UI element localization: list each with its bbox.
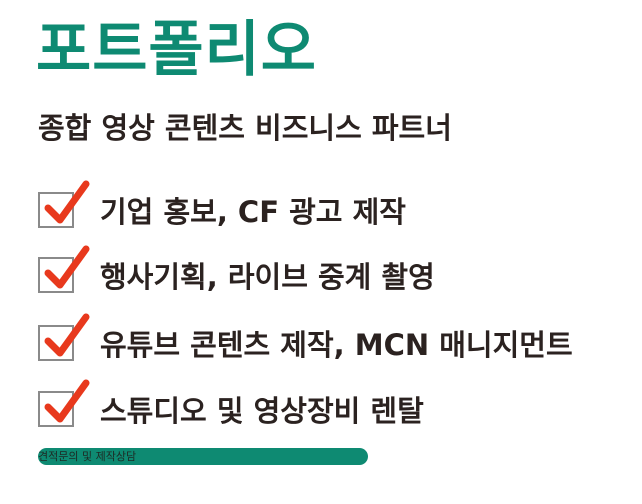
checkbox-checked-icon [38,379,90,427]
list-item-label: 기업 홍보, CF 광고 제작 [100,195,406,229]
checkbox-checked-icon [38,245,90,293]
checkbox-checked-icon [38,180,90,228]
list-item: 스튜디오 및 영상장비 렌탈 [38,379,424,434]
list-item-label: 행사기획, 라이브 중계 촬영 [100,260,435,294]
page-title: 포트폴리오 [36,15,317,85]
checkbox-checked-icon [38,313,90,361]
list-item: 기업 홍보, CF 광고 제작 [38,180,406,235]
list-item-label: 유튜브 콘텐츠 제작, MCN 매니지먼트 [100,328,573,362]
inquiry-button[interactable]: 견적문의 및 제작상담 [38,448,368,465]
list-item: 유튜브 콘텐츠 제작, MCN 매니지먼트 [38,313,573,368]
list-item: 행사기획, 라이브 중계 촬영 [38,245,435,300]
page-subtitle: 종합 영상 콘텐츠 비즈니스 파트너 [38,111,452,145]
list-item-label: 스튜디오 및 영상장비 렌탈 [100,394,424,428]
